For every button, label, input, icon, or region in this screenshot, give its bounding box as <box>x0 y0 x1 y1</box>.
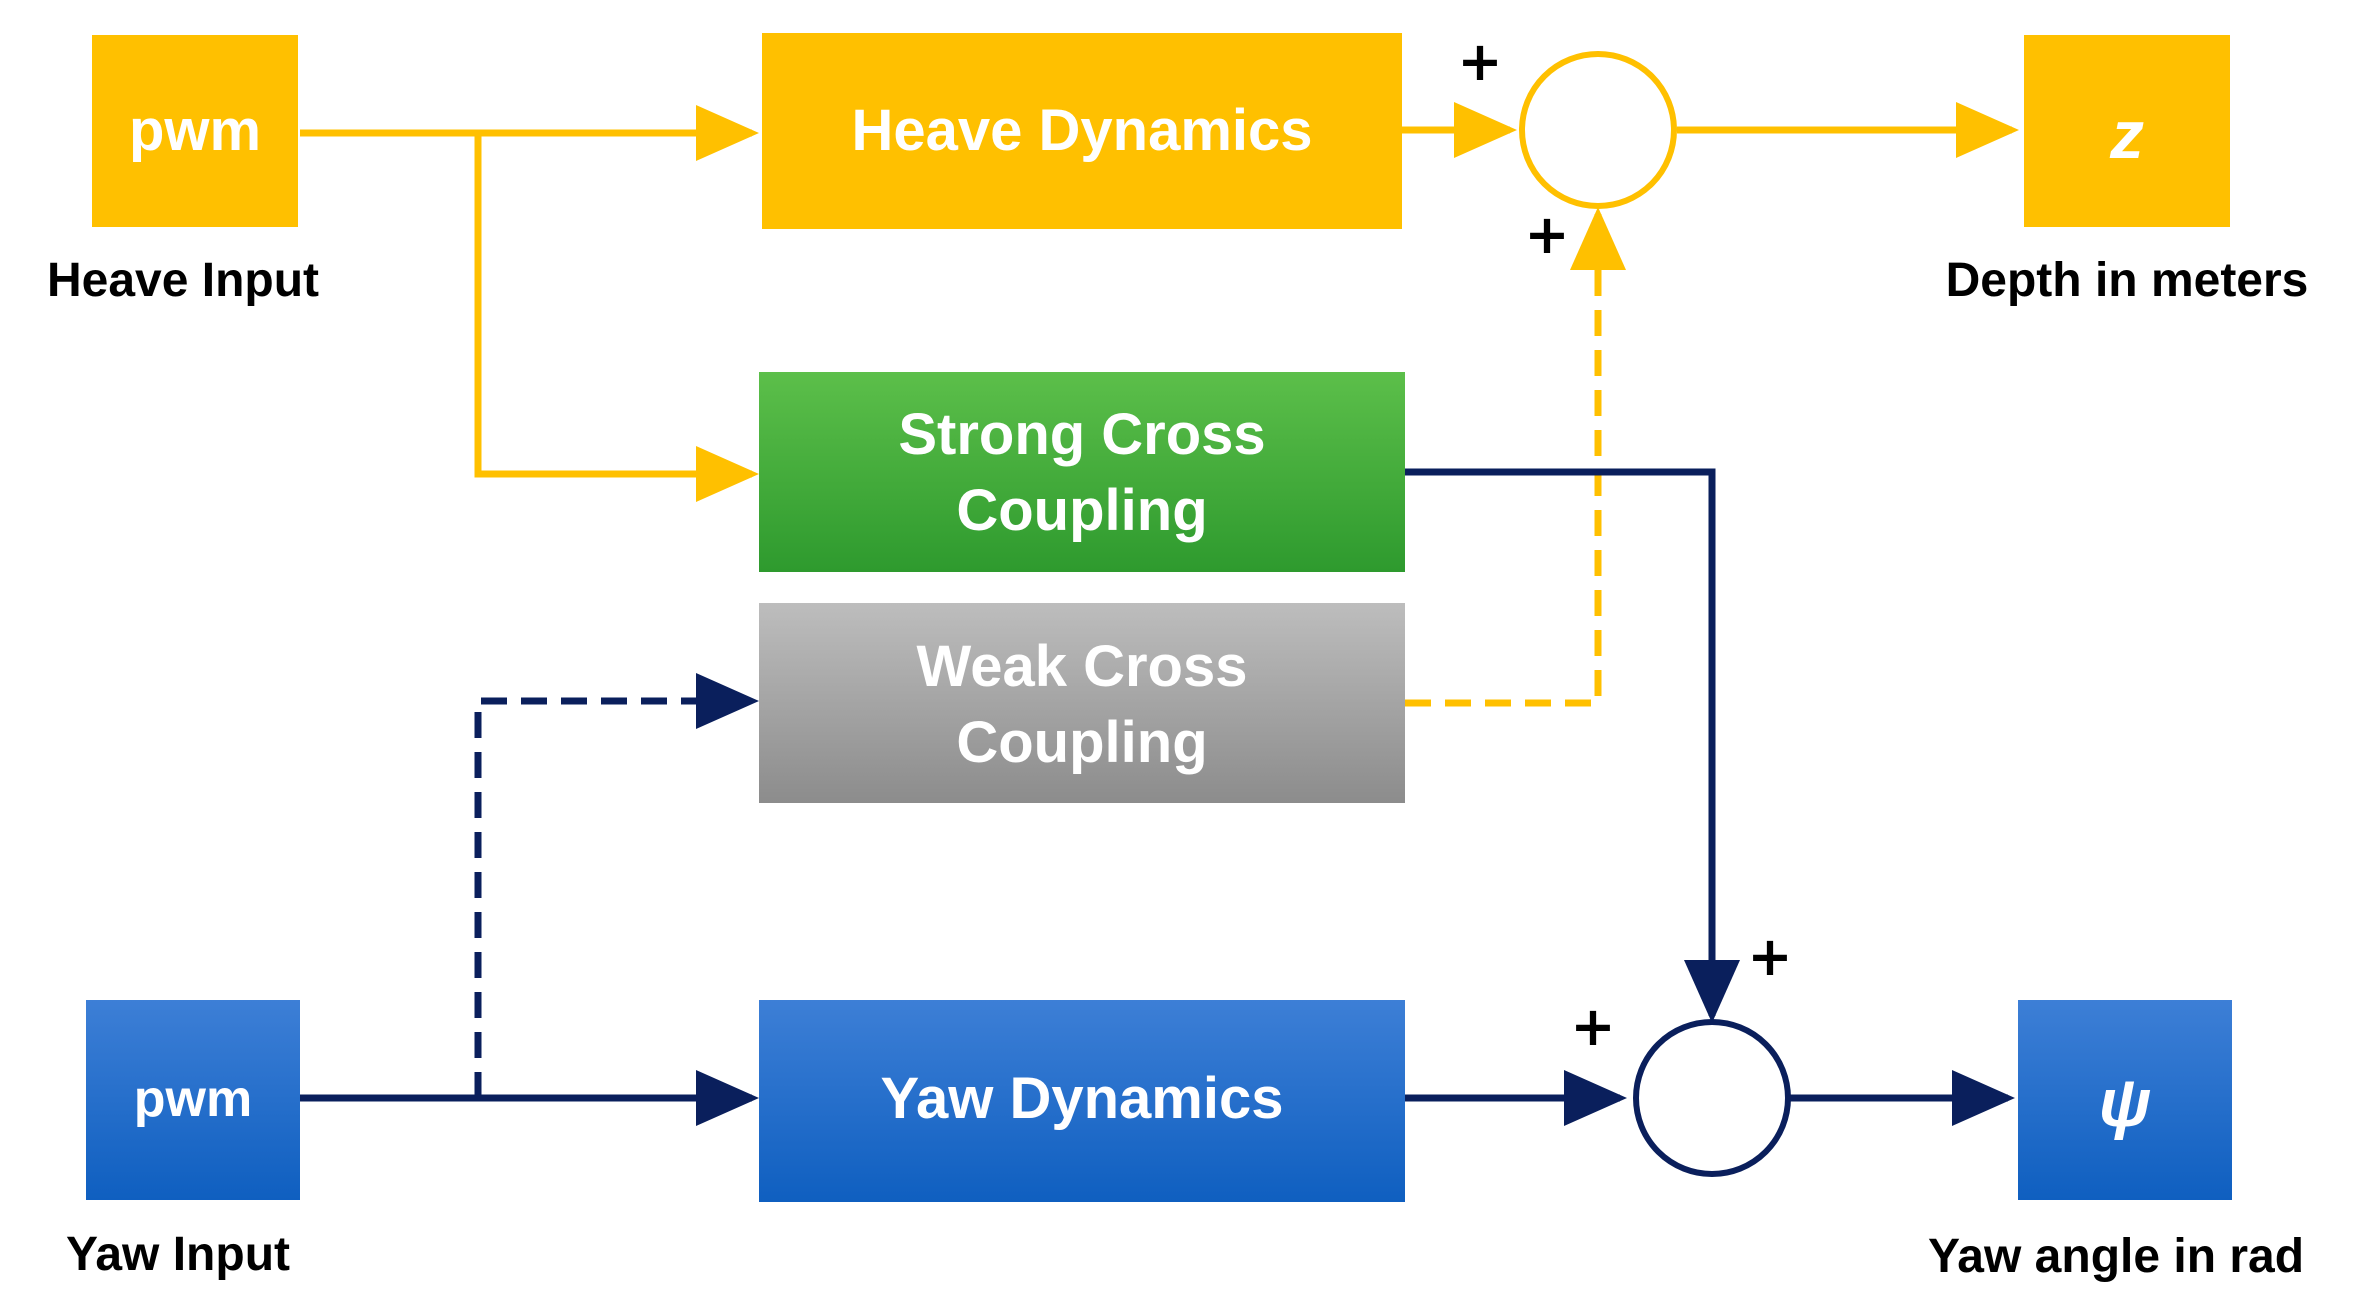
strong-coupling-box <box>759 372 1405 572</box>
yaw-sum-left-sign: + <box>1570 995 1615 1058</box>
heave-sum-bottom-sign: + <box>1524 203 1569 266</box>
weak-coupling-label-line2: Coupling <box>956 710 1207 775</box>
yaw-output-caption: Yaw angle in rad <box>1928 1230 2304 1283</box>
heave-output-caption: Depth in meters <box>1946 254 2309 307</box>
yaw-input-caption: Yaw Input <box>66 1228 290 1281</box>
heave-summing-junction <box>1519 51 1677 209</box>
heave-sum-top-sign: + <box>1457 30 1502 93</box>
strong-coupling-label-line1: Strong Cross <box>898 402 1265 467</box>
connectors <box>300 102 2019 1126</box>
weak-coupling-label-line1: Weak Cross <box>917 634 1248 699</box>
heave-input-caption: Heave Input <box>47 254 319 307</box>
heave-input-label: pwm <box>129 98 261 163</box>
yaw-sum-top-sign: + <box>1747 925 1792 988</box>
weak-coupling-box <box>759 603 1405 803</box>
heave-output-box <box>2024 35 2230 227</box>
heave-output-label: z <box>2109 97 2144 173</box>
weak-coupling-to-heave-sum-line <box>1405 207 1626 707</box>
yaw-dynamics-label: Yaw Dynamics <box>881 1066 1284 1131</box>
yaw-input-box <box>86 1000 300 1200</box>
heave-dynamics-label: Heave Dynamics <box>851 98 1312 163</box>
yaw-input-label: pwm <box>134 1070 252 1128</box>
heave-dynamics-box <box>762 33 1402 229</box>
strong-coupling-to-yaw-sum-line <box>1405 468 1740 1023</box>
strong-coupling-label-line2: Coupling <box>956 478 1207 543</box>
heave-input-box <box>92 35 298 227</box>
yaw-input-to-weak-coupling-line <box>474 673 759 1098</box>
yaw-summing-junction <box>1633 1019 1791 1177</box>
yaw-output-label: ψ <box>2099 1065 2152 1141</box>
yaw-dynamics-box <box>759 1000 1405 1202</box>
heave-input-to-strong-coupling-line <box>474 133 759 502</box>
yaw-output-box <box>2018 1000 2232 1200</box>
